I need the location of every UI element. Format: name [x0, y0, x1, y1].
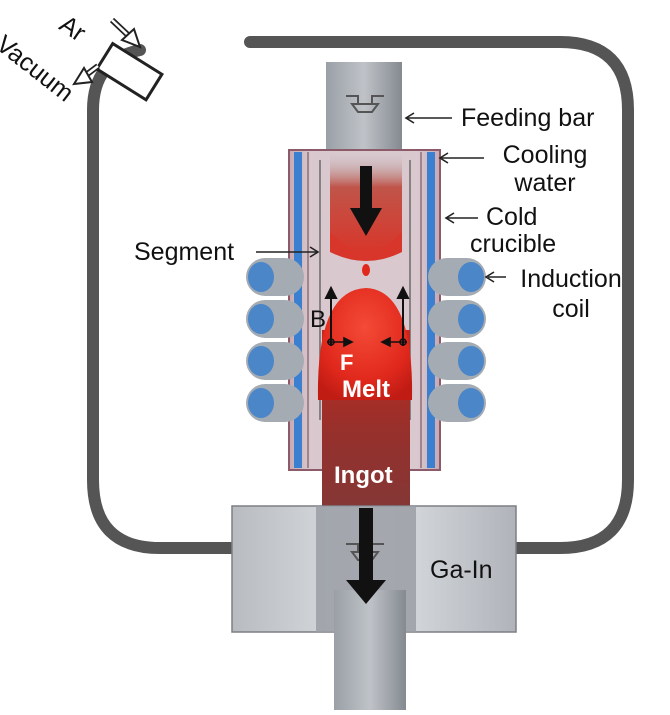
gas-port [94, 41, 164, 102]
induction-coil-label-line1: Induction [520, 265, 622, 293]
magnetic-field-arrows [324, 285, 410, 346]
melt-droplet [362, 264, 370, 276]
induction-coil-label-line2: coil [552, 295, 590, 323]
withdrawal-direction-arrow [346, 508, 386, 604]
feeding-bar-label: Feeding bar [461, 104, 595, 132]
vacuum-outlet-arrow [72, 63, 100, 86]
ar-inlet-arrow [109, 17, 142, 49]
segment-label: Segment [134, 238, 235, 266]
b-field-label: B [310, 306, 327, 333]
melt [317, 288, 413, 400]
ingot-label: Ingot [334, 462, 393, 489]
ga-in-label: Ga-In [430, 556, 493, 584]
lorentz-force-arrows [327, 336, 407, 348]
induction-coil [246, 258, 486, 422]
feeding-bar [326, 62, 402, 154]
cold-crucible-label-line1: Cold [486, 203, 538, 231]
cold-crucible-label-line2: crucible [470, 230, 557, 258]
withdrawal-rod [334, 590, 406, 710]
melt-label: Melt [342, 376, 390, 403]
cooling-water-label-line1: Cooling [502, 141, 588, 169]
cooling-water-label-line2: water [514, 169, 576, 197]
leader-arrows [256, 112, 506, 283]
feed-direction-arrow [350, 166, 382, 236]
f-force-label: F [340, 350, 354, 375]
